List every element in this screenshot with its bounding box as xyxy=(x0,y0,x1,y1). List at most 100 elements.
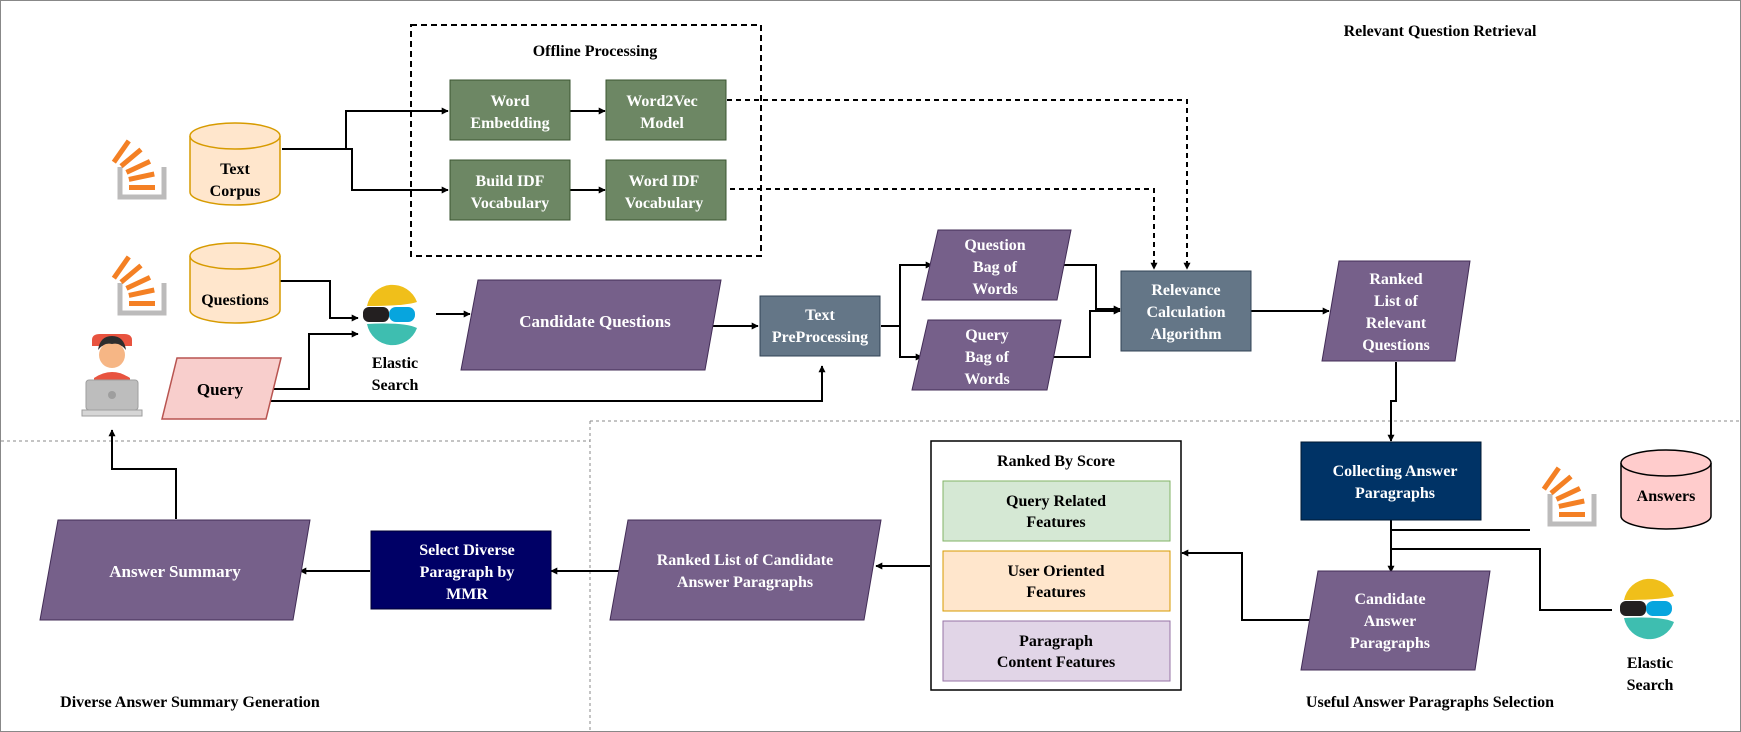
elasticsearch-logo xyxy=(363,284,417,346)
answer-summary-box: Answer Summary xyxy=(39,519,311,621)
offline-processing-title: Offline Processing xyxy=(533,43,658,60)
elastic-search-label: Search xyxy=(372,377,419,394)
questions-label: Questions xyxy=(201,292,269,309)
answers-label: Answers xyxy=(1637,488,1696,505)
select-diverse-label: Paragraph by xyxy=(420,564,515,581)
query-label: Query xyxy=(197,380,244,399)
query-features-label: Features xyxy=(1026,514,1085,531)
user-features-label: Features xyxy=(1026,584,1085,601)
question-bow-label: Question xyxy=(964,237,1025,254)
word-idf-label: Vocabulary xyxy=(625,195,704,212)
text-corpus-label: Corpus xyxy=(210,183,261,200)
ranked-candidate-label: Answer Paragraphs xyxy=(677,574,813,591)
candidate-questions-box: Candidate Questions xyxy=(460,279,722,371)
word-embedding-label: Embedding xyxy=(470,115,549,132)
query-input: Query xyxy=(161,357,282,420)
elastic-search-label: Elastic xyxy=(1627,655,1673,672)
select-diverse-label: MMR xyxy=(446,586,488,603)
word-idf-label: Word IDF xyxy=(629,173,700,190)
offline-processing-group xyxy=(410,24,762,257)
ranked-by-score-title: Ranked By Score xyxy=(997,453,1115,470)
paragraph-features-label: Paragraph xyxy=(1019,633,1093,650)
collecting-label: Collecting Answer xyxy=(1333,463,1458,480)
user-at-laptop-icon xyxy=(81,334,143,417)
section-title-diverse: Diverse Answer Summary Generation xyxy=(60,694,320,711)
word-embedding-label: Word xyxy=(490,93,529,110)
query-features-label: Query Related xyxy=(1006,493,1106,510)
query-bow-label: Words xyxy=(964,371,1009,388)
elastic-search-label: Elastic xyxy=(372,355,418,372)
relevance-label: Relevance xyxy=(1151,282,1220,299)
answers-db: Answers xyxy=(1620,449,1712,530)
answer-summary-label: Answer Summary xyxy=(109,562,241,581)
ranked-list-label: List of xyxy=(1374,293,1419,310)
build-idf-label: Build IDF xyxy=(476,173,545,190)
elasticsearch-logo xyxy=(1620,578,1674,640)
elastic-search-label: Search xyxy=(1627,677,1674,694)
relevance-label: Algorithm xyxy=(1150,326,1222,343)
question-bow-label: Bag of xyxy=(973,259,1018,276)
build-idf-label: Vocabulary xyxy=(471,195,550,212)
relevance-label: Calculation xyxy=(1146,304,1225,321)
stack-overflow-logo xyxy=(112,139,164,197)
ranked-candidate-label: Ranked List of Candidate xyxy=(657,552,833,569)
query-bow-label: Query xyxy=(965,327,1009,344)
candidate-answer-label: Candidate xyxy=(1354,591,1425,608)
text-preprocessing-label: PreProcessing xyxy=(772,329,868,346)
ranked-list-label: Questions xyxy=(1362,337,1430,354)
ranked-list-label: Relevant xyxy=(1366,315,1427,332)
collecting-label: Paragraphs xyxy=(1355,485,1435,502)
word-idf-vocabulary-box: Word IDF Vocabulary xyxy=(605,159,727,221)
word2vec-label: Word2Vec xyxy=(626,93,697,110)
candidate-answer-label: Paragraphs xyxy=(1350,635,1430,652)
text-preprocessing-label: Text xyxy=(805,307,835,324)
stack-overflow-logo xyxy=(1542,466,1594,524)
select-diverse-label: Select Diverse xyxy=(419,542,515,559)
stack-overflow-logo xyxy=(112,255,164,313)
word2vec-label: Model xyxy=(640,115,684,132)
question-bow-label: Words xyxy=(972,281,1017,298)
candidate-questions-label: Candidate Questions xyxy=(519,312,671,331)
questions-db: Questions xyxy=(189,242,281,324)
query-bow-label: Bag of xyxy=(965,349,1010,366)
user-features-label: User Oriented xyxy=(1007,563,1104,580)
build-idf-vocabulary-box: Build IDF Vocabulary xyxy=(449,159,571,221)
section-title-useful: Useful Answer Paragraphs Selection xyxy=(1306,694,1554,711)
section-title-retrieval: Relevant Question Retrieval xyxy=(1344,23,1537,40)
paragraph-features-label: Content Features xyxy=(997,654,1115,671)
candidate-answer-label: Answer xyxy=(1364,613,1416,630)
text-corpus-label: Text xyxy=(220,161,250,178)
